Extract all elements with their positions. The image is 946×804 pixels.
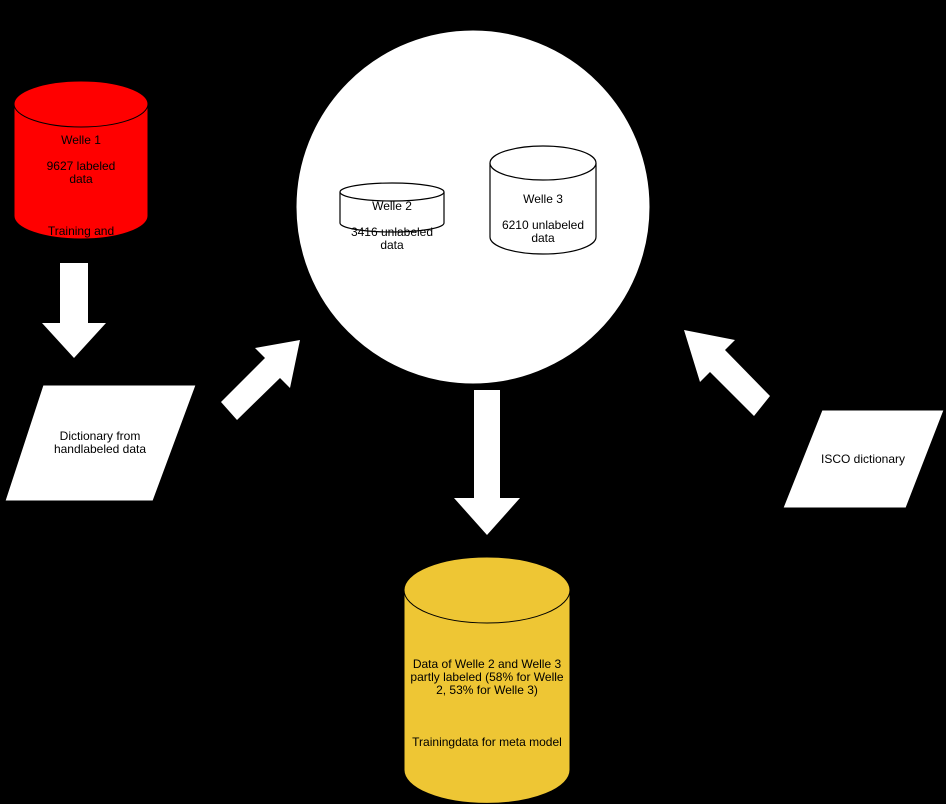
welle1-count: 9627 labeled data [46, 159, 116, 186]
welle3-title: Welle 3 [523, 192, 563, 206]
welle3-cylinder [489, 145, 597, 255]
meta-description: Data of Welle 2 and Welle 3 partly label… [410, 657, 564, 697]
welle1-label: Welle 1 9627 labeled data Training and v… [20, 121, 142, 264]
welle1-cylinder [13, 80, 149, 240]
welle1-title: Welle 1 [61, 133, 101, 147]
meta-data-cylinder [403, 556, 571, 804]
welle2-title: Welle 2 [372, 199, 412, 213]
dictionary-handlabeled-shape [4, 384, 197, 502]
arrow-down-circle [454, 390, 520, 535]
welle2-label: Welle 2 3416 unlabeled data [345, 187, 439, 265]
unlabeled-data-circle [295, 29, 651, 385]
welle3-label: Welle 3 6210 unlabeled data [496, 180, 590, 258]
meta-purpose: Trainingdata for meta model [412, 735, 562, 749]
welle3-count: 6210 unlabeled data [501, 218, 585, 245]
welle2-cylinder [339, 182, 445, 233]
meta-data-label: Data of Welle 2 and Welle 3 partly label… [404, 645, 570, 762]
isco-dictionary-shape [782, 409, 945, 509]
dictionary-handlabeled-label: Dictionary from handlabeled data [53, 429, 147, 456]
welle1-purpose: Training and validationdata [43, 224, 119, 251]
arrow-up-right-left [221, 340, 300, 420]
arrow-down-welle1 [42, 263, 106, 358]
arrow-up-left-right [684, 330, 770, 416]
welle2-count: 3416 unlabeled data [350, 225, 434, 252]
isco-dictionary-label: ISCO dictionary [820, 452, 906, 466]
